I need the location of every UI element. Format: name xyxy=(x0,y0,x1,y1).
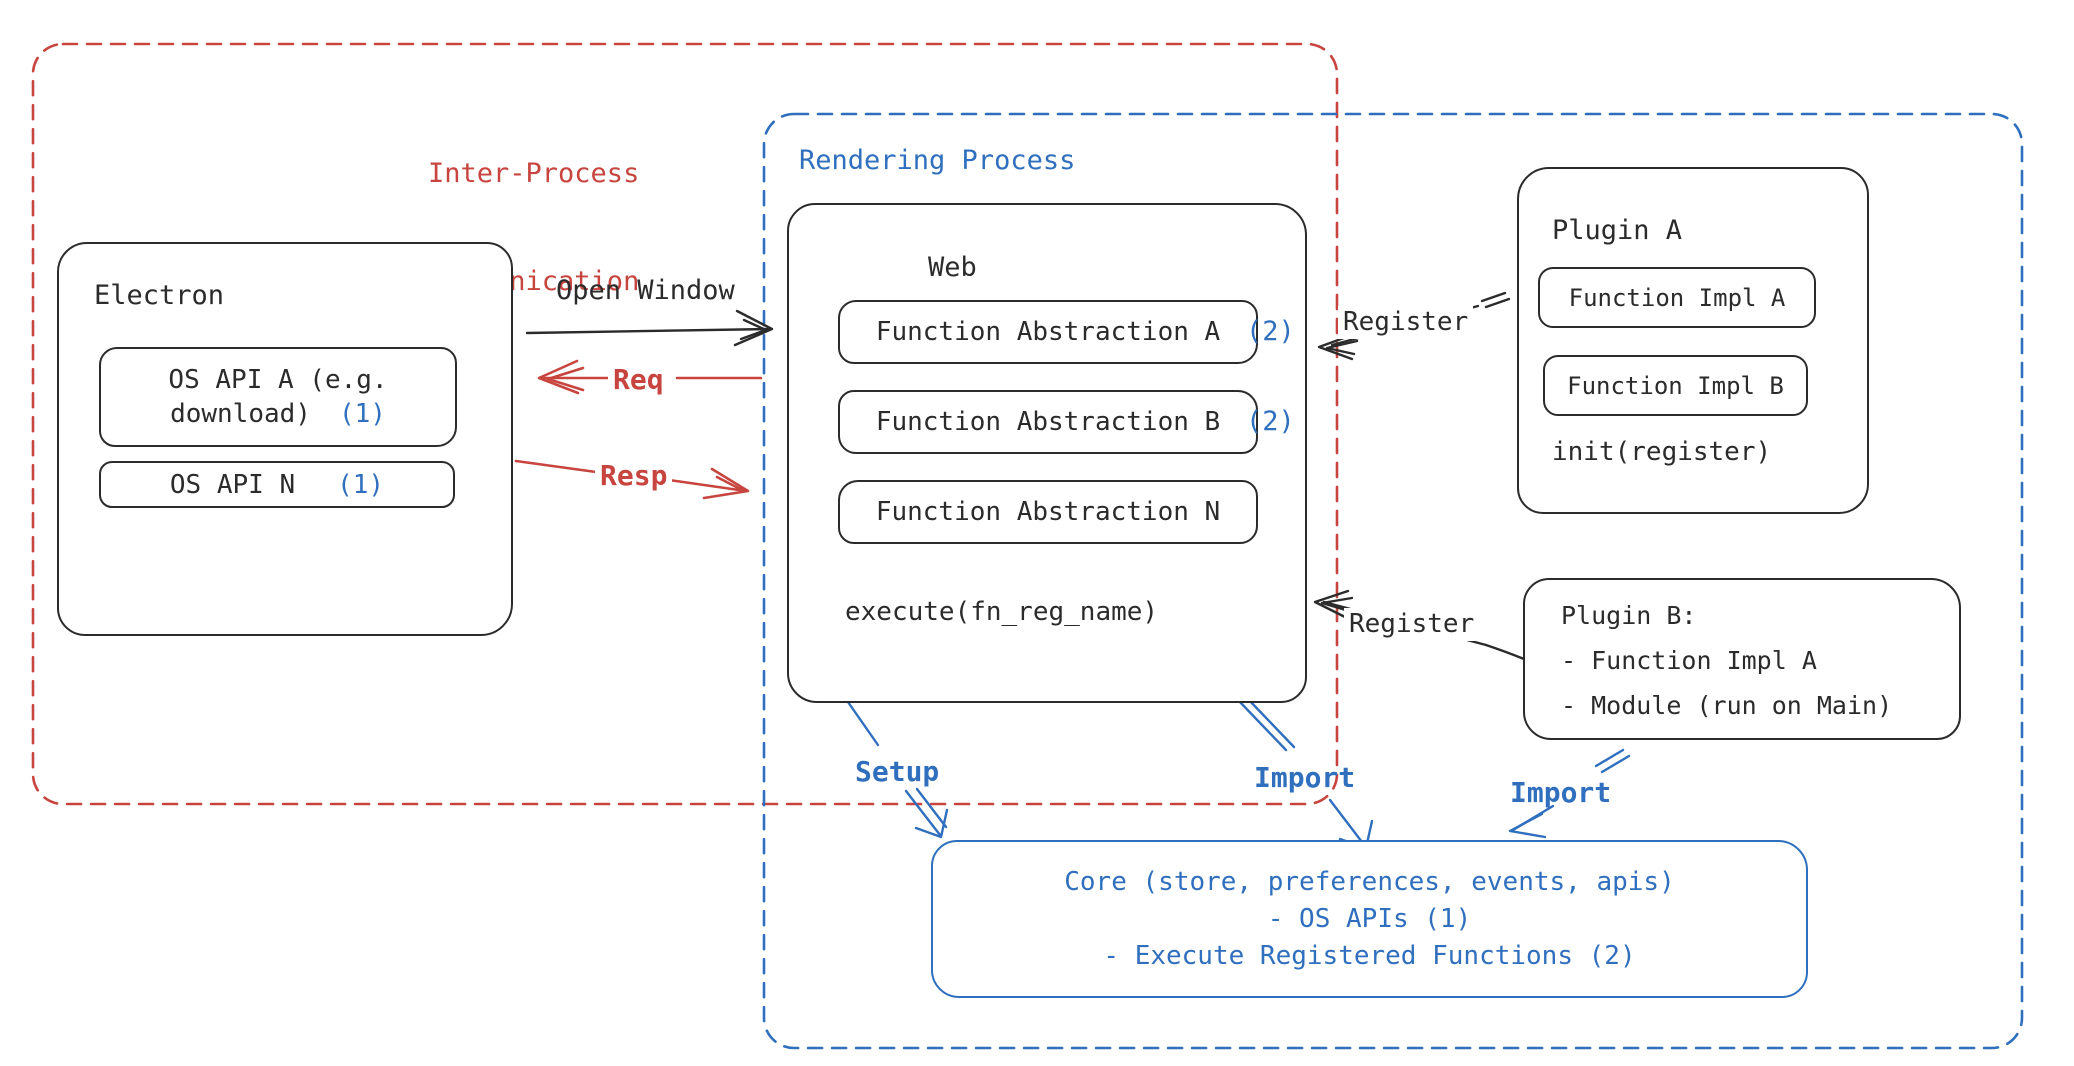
function-abstraction-n-box: Function Abstraction N xyxy=(838,480,1258,544)
function-abstraction-a-marker: (2) xyxy=(1246,316,1295,348)
function-abstraction-b-marker: (2) xyxy=(1246,406,1295,438)
function-abstraction-b-label: Function Abstraction B xyxy=(875,407,1221,437)
os-api-a-label-line2: download) xyxy=(170,399,311,429)
core-line2: - OS APIs (1) xyxy=(1267,903,1472,934)
register-top-label: Register xyxy=(1338,306,1474,339)
req-arrow xyxy=(537,359,763,395)
function-impl-b-box: Function Impl B xyxy=(1543,355,1808,416)
resp-label: Resp xyxy=(595,458,673,493)
electron-title: Electron xyxy=(94,280,225,311)
core-box: Core (store, preferences, events, apis) … xyxy=(931,840,1808,998)
execute-label: execute(fn_reg_name) xyxy=(845,597,1159,627)
plugin-a-title: Plugin A xyxy=(1552,215,1683,246)
os-api-n-marker: (1) xyxy=(337,469,385,500)
rendering-process-label: Rendering Process xyxy=(799,145,1076,176)
plugin-a-box xyxy=(1517,167,1869,514)
core-line3: - Execute Registered Functions (2) xyxy=(1103,940,1636,971)
ipc-dashed-box xyxy=(31,42,1339,806)
ipc-box-label-line1: Inter-Process xyxy=(428,158,640,189)
plugin-b-line2: - Function Impl A xyxy=(1561,646,1817,675)
plugin-b-line1: Plugin B: xyxy=(1561,601,1697,630)
core-line1: Core (store, preferences, events, apis) xyxy=(1064,866,1675,897)
rendering-dashed-box xyxy=(762,112,2024,1050)
open-window-label: Open Window xyxy=(556,275,735,306)
function-abstraction-a-label: Function Abstraction A xyxy=(875,317,1221,347)
function-impl-a-label: Function Impl A xyxy=(1568,283,1786,312)
resp-arrow xyxy=(514,459,750,500)
function-abstraction-n-label: Function Abstraction N xyxy=(875,497,1221,527)
function-impl-b-label: Function Impl B xyxy=(1567,371,1784,400)
plugin-b-line3: - Module (run on Main) xyxy=(1561,691,1893,720)
os-api-n-label: OS API N xyxy=(169,469,296,500)
os-api-a-marker: (1) xyxy=(338,399,386,429)
req-label: Req xyxy=(608,362,669,397)
import-right-arrow xyxy=(1508,748,1631,839)
function-impl-a-box: Function Impl A xyxy=(1538,267,1816,328)
register-bottom-label: Register xyxy=(1344,608,1480,641)
import-mid-label: Import xyxy=(1254,761,1356,794)
function-abstraction-b-box: Function Abstraction B xyxy=(838,390,1258,454)
os-api-a-box: OS API A (e.g. download) (1) xyxy=(99,347,457,447)
setup-arrow xyxy=(846,700,949,839)
os-api-a-label-line1: OS API A (e.g. xyxy=(168,365,388,395)
os-api-n-box: OS API N (1) xyxy=(99,461,455,508)
open-window-arrow xyxy=(525,309,774,347)
plugin-b-box: Plugin B: - Function Impl A - Module (ru… xyxy=(1523,578,1961,740)
function-abstraction-a-box: Function Abstraction A xyxy=(838,300,1258,364)
setup-label: Setup xyxy=(855,755,940,788)
init-register-label: init(register) xyxy=(1552,437,1772,467)
import-right-label: Import xyxy=(1510,776,1612,809)
web-title: Web xyxy=(928,252,977,283)
